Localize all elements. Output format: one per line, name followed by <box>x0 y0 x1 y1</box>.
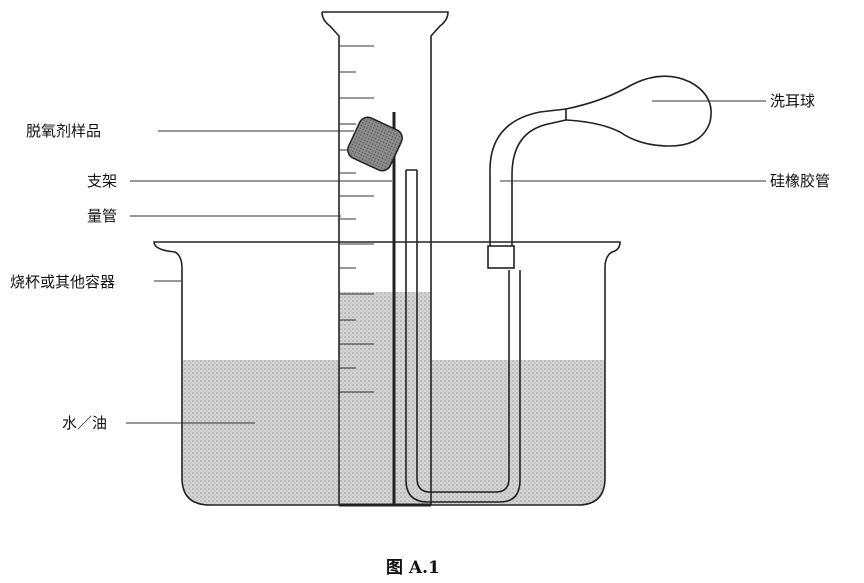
graduated-cylinder <box>321 11 449 505</box>
label-tube: 硅橡胶管 <box>770 172 830 190</box>
label-cylinder: 量管 <box>87 207 117 225</box>
label-bulb: 洗耳球 <box>770 92 815 110</box>
label-support: 支架 <box>87 172 117 190</box>
label-liquid: 水／油 <box>62 414 107 432</box>
silicone-tube <box>489 108 567 268</box>
ear-bulb <box>565 75 712 147</box>
tube-joint <box>487 245 515 269</box>
deoxidizer-sample <box>347 116 403 172</box>
label-beaker: 烧杯或其他容器 <box>10 273 115 291</box>
beaker <box>153 241 621 506</box>
u-tube <box>405 169 521 503</box>
cylinder-liquid <box>339 292 431 504</box>
label-sample: 脱氧剂样品 <box>26 122 101 140</box>
figure-caption: 图 A.1 <box>386 558 440 578</box>
